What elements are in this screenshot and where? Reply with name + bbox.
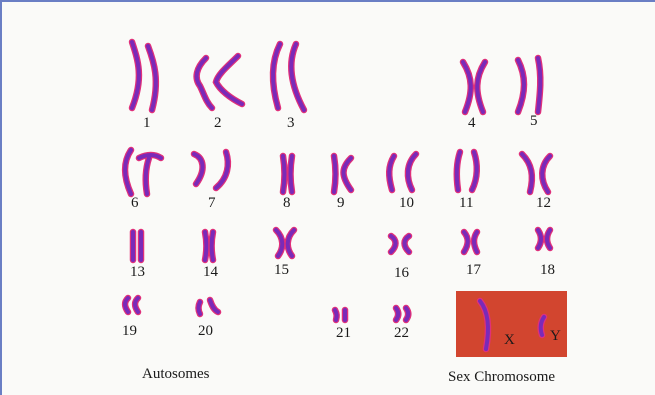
chromosome-label-10: 10 — [399, 196, 414, 211]
chromosome-label-7: 7 — [208, 196, 216, 211]
chromosome-label-18: 18 — [540, 263, 555, 278]
chromosome-label-2: 2 — [214, 116, 222, 131]
chromosome-pair-16 — [385, 232, 415, 256]
chromosome-pair-20 — [192, 296, 220, 318]
sex-chromosome-caption: Sex Chromosome — [448, 370, 555, 385]
chromosome-label-9: 9 — [337, 196, 345, 211]
x-chromosome-label: X — [504, 333, 515, 348]
chromosome-pair-2 — [190, 52, 246, 112]
chromosome-pair-1 — [122, 38, 172, 114]
chromosome-pair-17 — [457, 228, 485, 256]
chromosome-label-8: 8 — [283, 196, 291, 211]
chromosome-pair-6 — [117, 146, 167, 198]
chromosome-label-20: 20 — [198, 324, 213, 339]
x-chromosome — [470, 297, 500, 353]
chromosome-label-6: 6 — [131, 196, 139, 211]
chromosome-label-17: 17 — [466, 263, 481, 278]
chromosome-label-5: 5 — [530, 114, 538, 129]
chromosome-label-1: 1 — [143, 116, 151, 131]
chromosome-label-22: 22 — [394, 326, 409, 341]
chromosome-label-21: 21 — [336, 326, 351, 341]
y-chromosome-label: Y — [550, 329, 561, 344]
chromosome-pair-15 — [270, 226, 300, 260]
chromosome-pair-11 — [450, 148, 484, 194]
chromosome-label-14: 14 — [203, 265, 218, 280]
chromosome-pair-19 — [118, 294, 144, 316]
chromosome-pair-10 — [382, 150, 422, 194]
chromosome-label-16: 16 — [394, 266, 409, 281]
chromosome-pair-9 — [327, 152, 357, 194]
chromosome-label-12: 12 — [536, 196, 551, 211]
chromosome-pair-21 — [328, 306, 352, 324]
chromosome-label-4: 4 — [468, 116, 476, 131]
chromosome-label-13: 13 — [130, 265, 145, 280]
chromosome-label-19: 19 — [122, 324, 137, 339]
chromosome-pair-7 — [188, 148, 238, 192]
y-chromosome — [532, 313, 552, 339]
sex-chromosome-panel: X Y — [456, 291, 567, 357]
chromosome-pair-5 — [510, 54, 550, 116]
chromosome-label-15: 15 — [274, 263, 289, 278]
autosomes-caption: Autosomes — [142, 367, 210, 382]
chromosome-pair-14 — [198, 228, 220, 264]
chromosome-pair-8 — [276, 152, 300, 194]
chromosome-pair-12 — [516, 150, 556, 196]
chromosome-pair-3 — [264, 40, 314, 114]
chromosome-pair-22 — [388, 304, 414, 324]
chromosome-label-11: 11 — [459, 196, 473, 211]
chromosome-pair-4 — [455, 58, 495, 116]
chromosome-pair-18 — [532, 226, 556, 252]
chromosome-pair-13 — [126, 228, 148, 264]
chromosome-label-3: 3 — [287, 116, 295, 131]
